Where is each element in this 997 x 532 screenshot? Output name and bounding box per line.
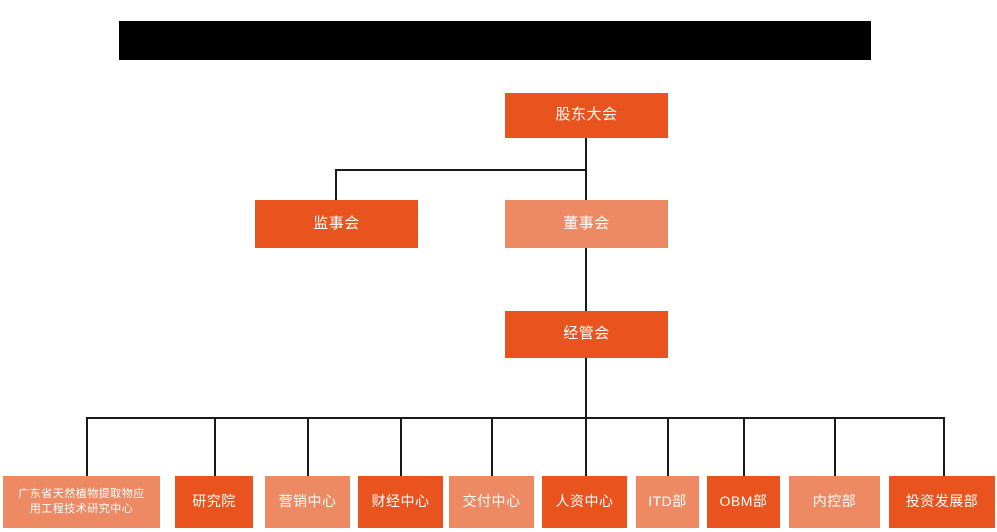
connector-to-directors bbox=[585, 169, 587, 200]
connector-drop-5 bbox=[491, 417, 493, 476]
node-itd-department[interactable]: ITD部 bbox=[636, 476, 699, 528]
node-label-internal-control-department: 内控部 bbox=[812, 493, 857, 510]
node-label-shareholders-meeting: 股东大会 bbox=[555, 106, 618, 124]
connector-drop-1 bbox=[86, 417, 88, 476]
connector-management-down bbox=[585, 358, 587, 426]
connector-drop-8 bbox=[743, 417, 745, 476]
node-label-marketing-center: 营销中心 bbox=[278, 493, 337, 510]
connector-drop-10 bbox=[943, 417, 945, 476]
node-board-of-supervisors[interactable]: 监事会 bbox=[255, 200, 418, 248]
node-shareholders-meeting[interactable]: 股东大会 bbox=[505, 93, 668, 138]
node-finance-center[interactable]: 财经中心 bbox=[358, 476, 443, 528]
node-marketing-center[interactable]: 营销中心 bbox=[265, 476, 350, 528]
connector-drop-6 bbox=[585, 417, 587, 476]
connector-drop-4 bbox=[400, 417, 402, 476]
node-internal-control-department[interactable]: 内控部 bbox=[789, 476, 880, 528]
connector-directors-to-management bbox=[585, 248, 587, 311]
node-label-management-committee: 经管会 bbox=[563, 325, 610, 343]
node-label-guangdong-research-center: 广东省天然植物提取物应 用工程技术研究中心 bbox=[18, 488, 145, 515]
node-guangdong-research-center[interactable]: 广东省天然植物提取物应 用工程技术研究中心 bbox=[3, 476, 160, 528]
connector-level2-bus bbox=[335, 169, 587, 171]
connector-drop-7 bbox=[667, 417, 669, 476]
node-label-board-of-directors: 董事会 bbox=[563, 214, 610, 232]
node-label-research-institute: 研究院 bbox=[192, 493, 236, 510]
node-management-committee[interactable]: 经管会 bbox=[505, 311, 668, 358]
node-obm-department[interactable]: OBM部 bbox=[707, 476, 780, 528]
node-label-hr-center: 人资中心 bbox=[555, 493, 614, 510]
redacted-title-bar bbox=[119, 21, 871, 60]
connector-drop-3 bbox=[307, 417, 309, 476]
connector-drop-2 bbox=[214, 417, 216, 476]
node-label-board-of-supervisors: 监事会 bbox=[313, 214, 360, 232]
node-label-itd-department: ITD部 bbox=[648, 493, 687, 510]
node-label-investment-development-department: 投资发展部 bbox=[905, 493, 979, 510]
node-label-obm-department: OBM部 bbox=[719, 493, 768, 510]
node-investment-development-department[interactable]: 投资发展部 bbox=[889, 476, 995, 528]
connector-shareholders-down bbox=[585, 138, 587, 170]
node-label-finance-center: 财经中心 bbox=[371, 493, 430, 510]
connector-department-bus bbox=[86, 417, 944, 419]
connector-to-supervisors bbox=[335, 169, 337, 200]
node-board-of-directors[interactable]: 董事会 bbox=[505, 200, 668, 248]
node-label-delivery-center: 交付中心 bbox=[462, 493, 521, 510]
connector-drop-9 bbox=[834, 417, 836, 476]
node-research-institute[interactable]: 研究院 bbox=[175, 476, 253, 528]
node-hr-center[interactable]: 人资中心 bbox=[542, 476, 627, 528]
node-delivery-center[interactable]: 交付中心 bbox=[449, 476, 534, 528]
